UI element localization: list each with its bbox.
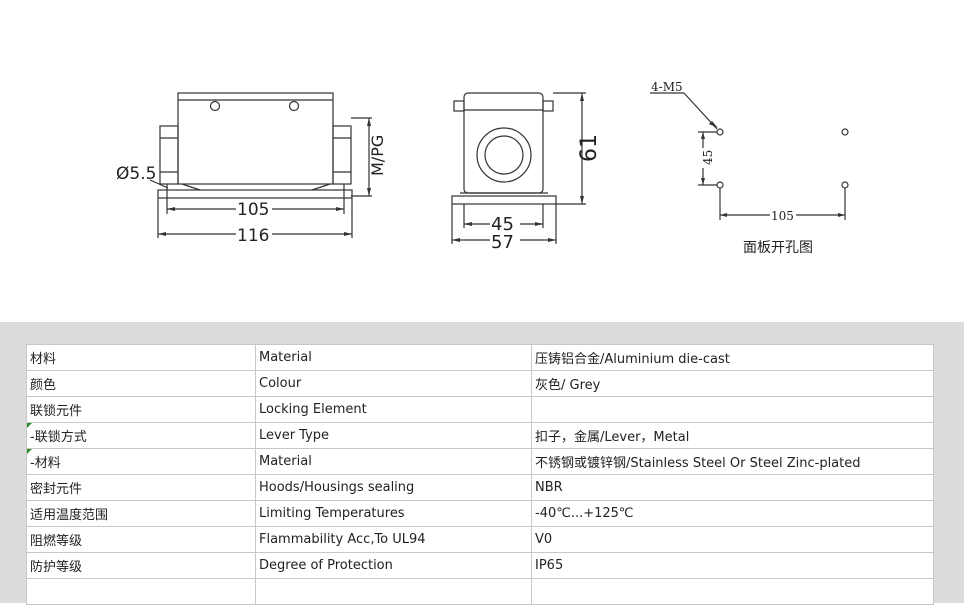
cell-en: Limiting Temperatures	[255, 500, 532, 527]
table-row: 防护等级 Degree of Protection IP65	[26, 552, 934, 579]
table-row: 材料 Material 压铸铝合金/Aluminium die-cast	[26, 344, 934, 371]
side-height-label: 61	[577, 134, 602, 162]
cell-value	[531, 396, 934, 423]
cell-cn: 防护等级	[26, 552, 256, 579]
technical-drawing: Ø5.5 105 116 M/PG 61 45 57 4-M5 45 105 面…	[116, 80, 849, 256]
front-dim-inner: 105	[237, 200, 269, 220]
table-row: 密封元件 Hoods/Housings sealing NBR	[26, 474, 934, 501]
cell-value: 扣子，金属/Lever，Metal	[531, 422, 934, 449]
cell-en: Hoods/Housings sealing	[255, 474, 532, 501]
table-row: -联锁方式 Lever Type 扣子，金属/Lever，Metal	[26, 422, 934, 449]
cell-value: NBR	[531, 474, 934, 501]
table-row: 联锁元件 Locking Element	[26, 396, 934, 423]
cell-value: V0	[531, 526, 934, 553]
cell-value: 灰色/ Grey	[531, 370, 934, 397]
cell-cn: -材料	[26, 448, 256, 475]
side-dim-outer: 57	[491, 232, 514, 253]
cell-cn: 颜色	[26, 370, 256, 397]
cell-cn: 材料	[26, 344, 256, 371]
cutout-caption: 面板开孔图	[743, 240, 813, 256]
table-row: 适用温度范围 Limiting Temperatures -40℃...+125…	[26, 500, 934, 527]
cell-cn: 联锁元件	[26, 396, 256, 423]
side-view	[451, 92, 586, 244]
spec-section: 材料 Material 压铸铝合金/Aluminium die-cast 颜色 …	[0, 322, 964, 605]
panel-cutout	[650, 92, 849, 220]
cell-en: Degree of Protection	[255, 552, 532, 579]
table-row: 阻燃等级 Flammability Acc,To UL94 V0	[26, 526, 934, 553]
cell-en: Colour	[255, 370, 532, 397]
cell-cn: 阻燃等级	[26, 526, 256, 553]
cell-value: 不锈钢或镀锌钢/Stainless Steel Or Steel Zinc-pl…	[531, 448, 934, 475]
holes-label: 4-M5	[651, 80, 683, 94]
cell-en: Material	[255, 448, 532, 475]
cell-value: 压铸铝合金/Aluminium die-cast	[531, 344, 934, 371]
cell-cn: 密封元件	[26, 474, 256, 501]
drawing-canvas: Ø5.5 105 116 M/PG 61 45 57 4-M5 45 105 面…	[116, 80, 849, 256]
cell-en: Lever Type	[255, 422, 532, 449]
cutout-vertical-dim: 45	[701, 150, 715, 165]
side-dim-inner: 45	[491, 214, 514, 235]
cell-value: IP65	[531, 552, 934, 579]
table-row-empty	[26, 578, 934, 605]
cell-en: Material	[255, 344, 532, 371]
table-row: 颜色 Colour 灰色/ Grey	[26, 370, 934, 397]
cell-cn: -联锁方式	[26, 422, 256, 449]
cutout-horizontal-dim: 105	[771, 209, 794, 223]
dia-label: Ø5.5	[116, 164, 156, 184]
cell-en: Locking Element	[255, 396, 532, 423]
cell-en: Flammability Acc,To UL94	[255, 526, 532, 553]
cell-value: -40℃...+125℃	[531, 500, 934, 527]
table-row: -材料 Material 不锈钢或镀锌钢/Stainless Steel Or …	[26, 448, 934, 475]
side-mpg-label: M/PG	[368, 135, 387, 176]
cell-cn: 适用温度范围	[26, 500, 256, 527]
spec-table: 材料 Material 压铸铝合金/Aluminium die-cast 颜色 …	[26, 344, 934, 605]
front-dim-outer: 116	[237, 226, 269, 246]
